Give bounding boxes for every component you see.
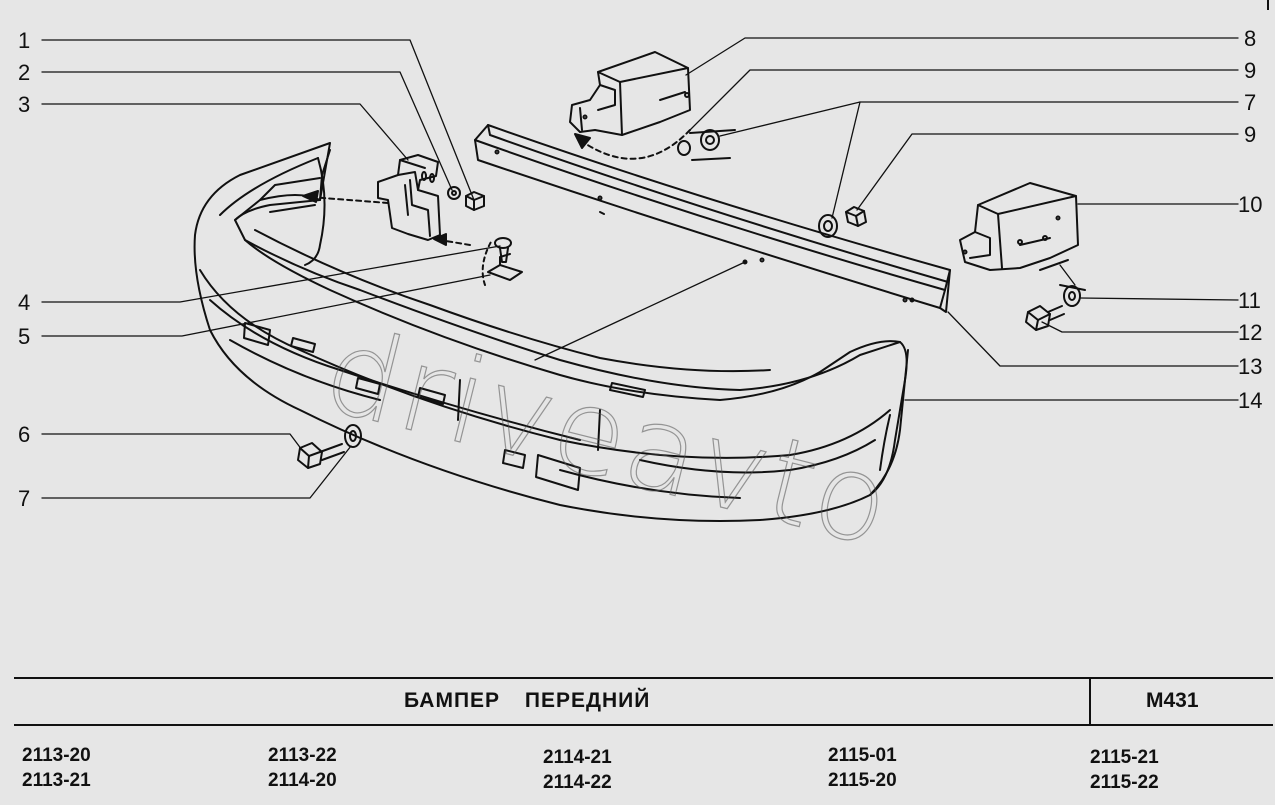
nut-9b (845, 206, 867, 227)
model-code: 2115-21 (1090, 747, 1159, 768)
corner-tick (1267, 0, 1269, 10)
front-bumper-exploded-diagram (41, 37, 1239, 522)
bracket-10 (959, 182, 1079, 271)
nut-2 (447, 186, 461, 200)
callout-6: 6 (18, 422, 31, 447)
bracket-8 (569, 51, 691, 136)
callout-3: 3 (18, 92, 31, 117)
left-bracket (377, 154, 441, 241)
assembly-arrow (439, 239, 471, 246)
callout-7: 7 (1244, 90, 1257, 115)
arrow-head (574, 133, 591, 149)
diagram-code: М431 (1146, 689, 1199, 712)
washer-7a (344, 424, 362, 448)
arrow-head (433, 233, 447, 246)
callout-14: 14 (1238, 388, 1263, 413)
model-code: 2115-22 (1090, 772, 1159, 793)
model-code: 2113-20 (22, 745, 91, 766)
bolt-12 (1025, 305, 1065, 331)
bolt-6 (297, 442, 345, 469)
assembly-arrow (579, 129, 691, 160)
model-code: 2115-20 (828, 770, 897, 791)
callout-13: 13 (1238, 354, 1263, 379)
callout-1: 1 (18, 28, 31, 53)
screw-4 (494, 237, 512, 263)
model-code: 2114-21 (543, 747, 612, 768)
callout-12: 12 (1238, 320, 1263, 345)
callout-5: 5 (18, 324, 31, 349)
callout-7: 7 (18, 486, 31, 511)
leader-lines (41, 37, 1239, 499)
title-block: БАМПЕР ПЕРЕДНИЙ М431 (14, 677, 1273, 726)
washer-nut-upper (677, 129, 736, 161)
callout-10: 10 (1238, 192, 1263, 217)
assembly-arrow (309, 196, 389, 204)
callout-4: 4 (18, 290, 31, 315)
arrow-head (302, 190, 319, 203)
title-divider (1089, 679, 1091, 724)
washer-7b (818, 214, 838, 238)
model-code: 2114-22 (543, 772, 612, 793)
model-code: 2114-20 (268, 770, 337, 791)
callout-8: 8 (1244, 26, 1257, 51)
model-code: 2113-21 (22, 770, 91, 791)
nut-1 (465, 191, 485, 211)
diagram-title: БАМПЕР ПЕРЕДНИЙ (404, 689, 651, 712)
model-code: 2113-22 (268, 745, 337, 766)
callout-2: 2 (18, 60, 31, 85)
bumper-beam (474, 124, 951, 313)
callout-11: 11 (1238, 288, 1261, 313)
callout-9: 9 (1244, 58, 1257, 83)
callout-9: 9 (1244, 122, 1257, 147)
clip-5 (481, 239, 523, 286)
model-code: 2115-01 (828, 745, 897, 766)
washer-11 (1059, 284, 1086, 307)
